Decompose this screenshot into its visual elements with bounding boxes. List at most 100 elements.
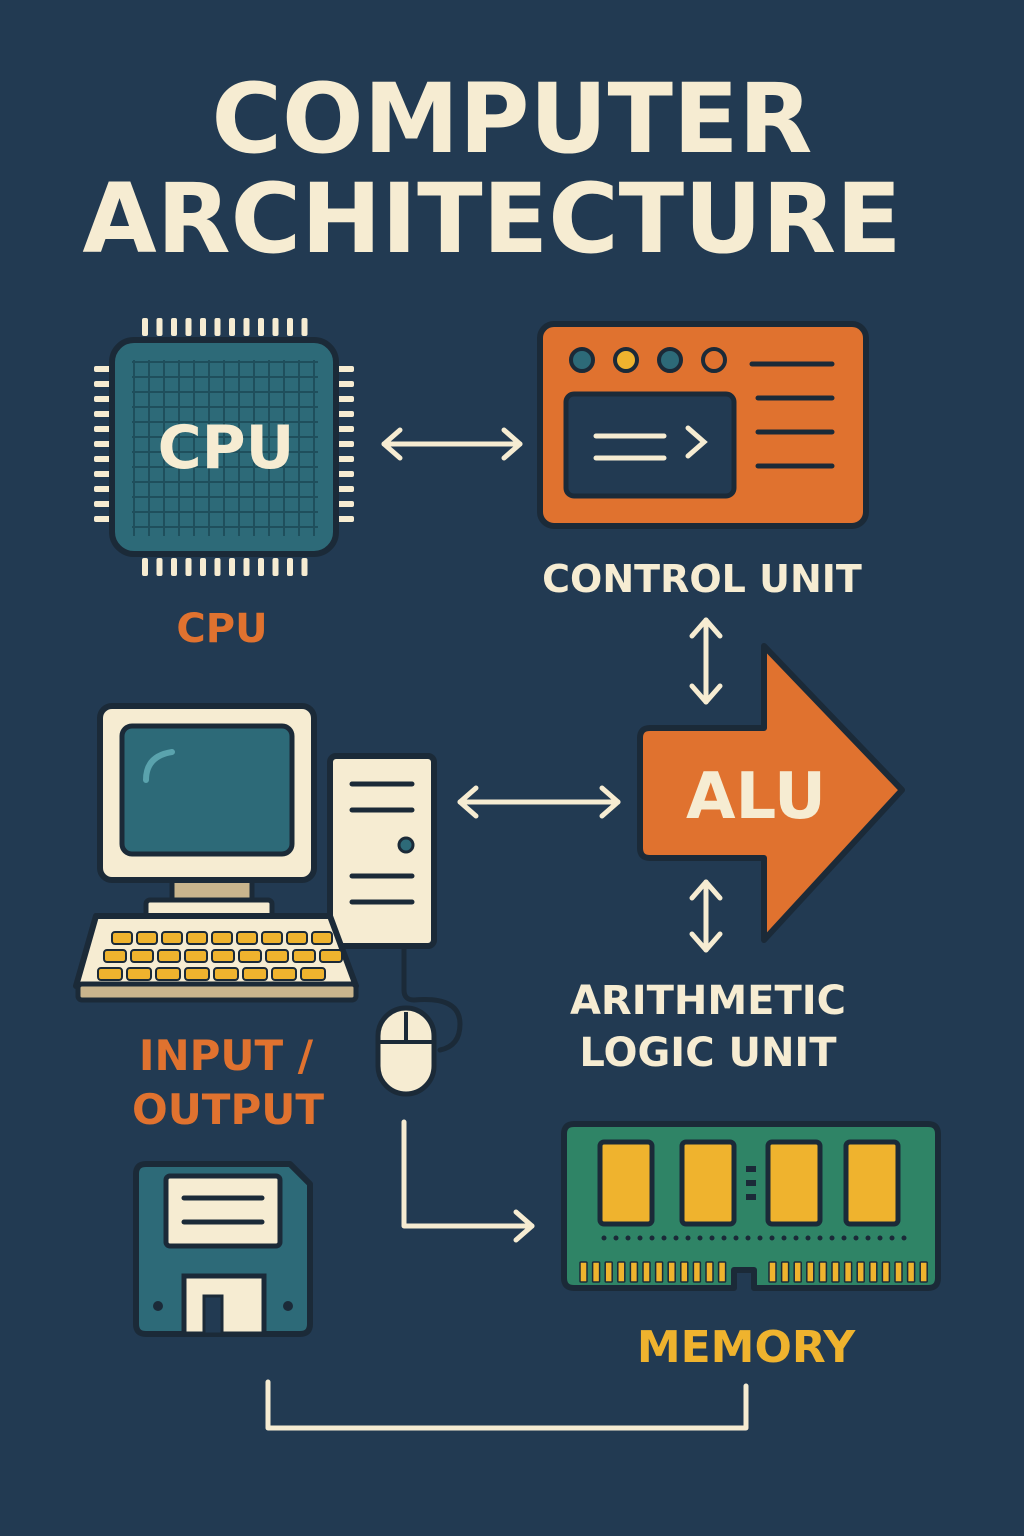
memory-contact-pin	[856, 1261, 865, 1283]
keyboard-key	[136, 931, 158, 945]
keyboard-key	[261, 931, 283, 945]
memory-contact-pin	[818, 1261, 828, 1283]
cpu-pin	[142, 318, 148, 336]
memory-contact-pin	[604, 1261, 613, 1283]
cpu-pin	[185, 318, 192, 336]
cpu-pin	[171, 318, 177, 336]
memory-solder-dot	[769, 1235, 775, 1241]
cpu-pin	[258, 318, 264, 336]
memory-contact-pin	[654, 1261, 664, 1283]
control-unit-window-icon	[537, 321, 869, 529]
cpu-pin	[287, 558, 293, 576]
title-line-1: COMPUTER	[212, 63, 813, 175]
cpu-pin	[336, 441, 354, 447]
cpu-pin	[94, 456, 112, 462]
cpu-pin	[200, 318, 206, 336]
keyboard-key	[186, 931, 208, 945]
cpu-pin	[171, 558, 177, 576]
cpu-pin	[94, 411, 112, 417]
cpu-pin	[94, 426, 112, 432]
keyboard-key	[111, 931, 133, 945]
keyboard-key	[211, 949, 235, 963]
memory-contact-pin	[717, 1261, 727, 1283]
memory-solder-dot	[601, 1235, 607, 1241]
keyboard-key	[184, 967, 210, 981]
cpu-pin	[94, 396, 112, 402]
keyboard-key	[126, 967, 152, 981]
memory-solder-dot	[901, 1235, 907, 1241]
io-label-line-1: INPUT /	[139, 1031, 314, 1080]
memory-solder-dot	[697, 1235, 703, 1241]
memory-solder-dot	[781, 1235, 787, 1241]
cpu-pin	[272, 318, 279, 336]
cpu-pin	[94, 381, 112, 387]
alu-label-line-2: LOGIC UNIT	[579, 1030, 837, 1076]
memory-contact-pin	[642, 1261, 651, 1283]
memory-contact-pin	[680, 1261, 689, 1283]
cpu-pin	[94, 441, 112, 447]
cpu-pin	[301, 558, 308, 576]
cpu-pin	[243, 318, 250, 336]
keyboard-key	[211, 931, 233, 945]
memory-contact-pin	[793, 1261, 802, 1283]
memory-contact-pin	[780, 1261, 790, 1283]
keyboard-key	[238, 949, 262, 963]
keyboard-key	[157, 949, 181, 963]
memory-contact-pin	[617, 1261, 626, 1283]
alu-vertical-double-arrow	[689, 879, 723, 953]
cpu-control-double-arrow	[381, 427, 523, 461]
memory-solder-dot	[625, 1235, 631, 1241]
cpu-pin	[272, 558, 279, 576]
cpu-pin	[287, 318, 293, 336]
memory-contact-pin	[705, 1261, 714, 1283]
keyboard-key	[300, 967, 326, 981]
memory-solder-dot	[829, 1235, 835, 1241]
memory-solder-dot	[757, 1235, 763, 1241]
memory-contact-pin	[579, 1261, 588, 1283]
cpu-pin	[94, 516, 112, 522]
cpu-pin	[336, 381, 354, 387]
cpu-pin	[336, 396, 354, 402]
memory-label: MEMORY	[637, 1322, 857, 1373]
memory-contact-pin	[692, 1261, 702, 1283]
cpu-chip-icon: CPU	[94, 318, 354, 576]
cpu-label: CPU	[176, 606, 267, 652]
cpu-pin	[336, 471, 354, 477]
memory-solder-dot	[745, 1235, 751, 1241]
mouse-icon	[375, 1005, 437, 1097]
alu-arrow-icon: ALU	[637, 643, 905, 943]
cpu-pin	[229, 318, 235, 336]
cpu-pin	[94, 486, 112, 492]
cpu-pin	[185, 558, 192, 576]
io-memory-arrow	[401, 1119, 535, 1243]
memory-contact-pin	[629, 1261, 639, 1283]
title-line-2: ARCHITECTURE	[82, 163, 901, 275]
memory-solder-dot	[841, 1235, 847, 1241]
keyboard-key	[236, 931, 258, 945]
cpu-pin	[156, 558, 163, 576]
keyboard-key	[155, 967, 181, 981]
keyboard-key	[271, 967, 297, 981]
memory-solder-dot	[793, 1235, 799, 1241]
memory-contact-pin	[667, 1261, 676, 1283]
alu-label-line-1: ARITHMETIC	[570, 978, 846, 1024]
keyboard-key	[242, 967, 268, 981]
io-alu-double-arrow	[457, 785, 621, 819]
memory-contact-pin	[806, 1261, 815, 1283]
memory-solder-dot	[805, 1235, 811, 1241]
cpu-pin	[336, 516, 354, 522]
cpu-pin	[336, 501, 354, 507]
memory-solder-dot	[853, 1235, 859, 1241]
cpu-chip-text: CPU	[158, 413, 295, 483]
memory-solder-dot	[721, 1235, 727, 1241]
cpu-pin	[214, 318, 221, 336]
cpu-pin	[301, 318, 308, 336]
floppy-disk-icon	[133, 1161, 313, 1337]
cpu-pin	[214, 558, 221, 576]
control-unit-label: CONTROL UNIT	[542, 557, 862, 601]
cpu-pin	[94, 471, 112, 477]
memory-solder-dot	[709, 1235, 715, 1241]
cpu-pin	[94, 501, 112, 507]
